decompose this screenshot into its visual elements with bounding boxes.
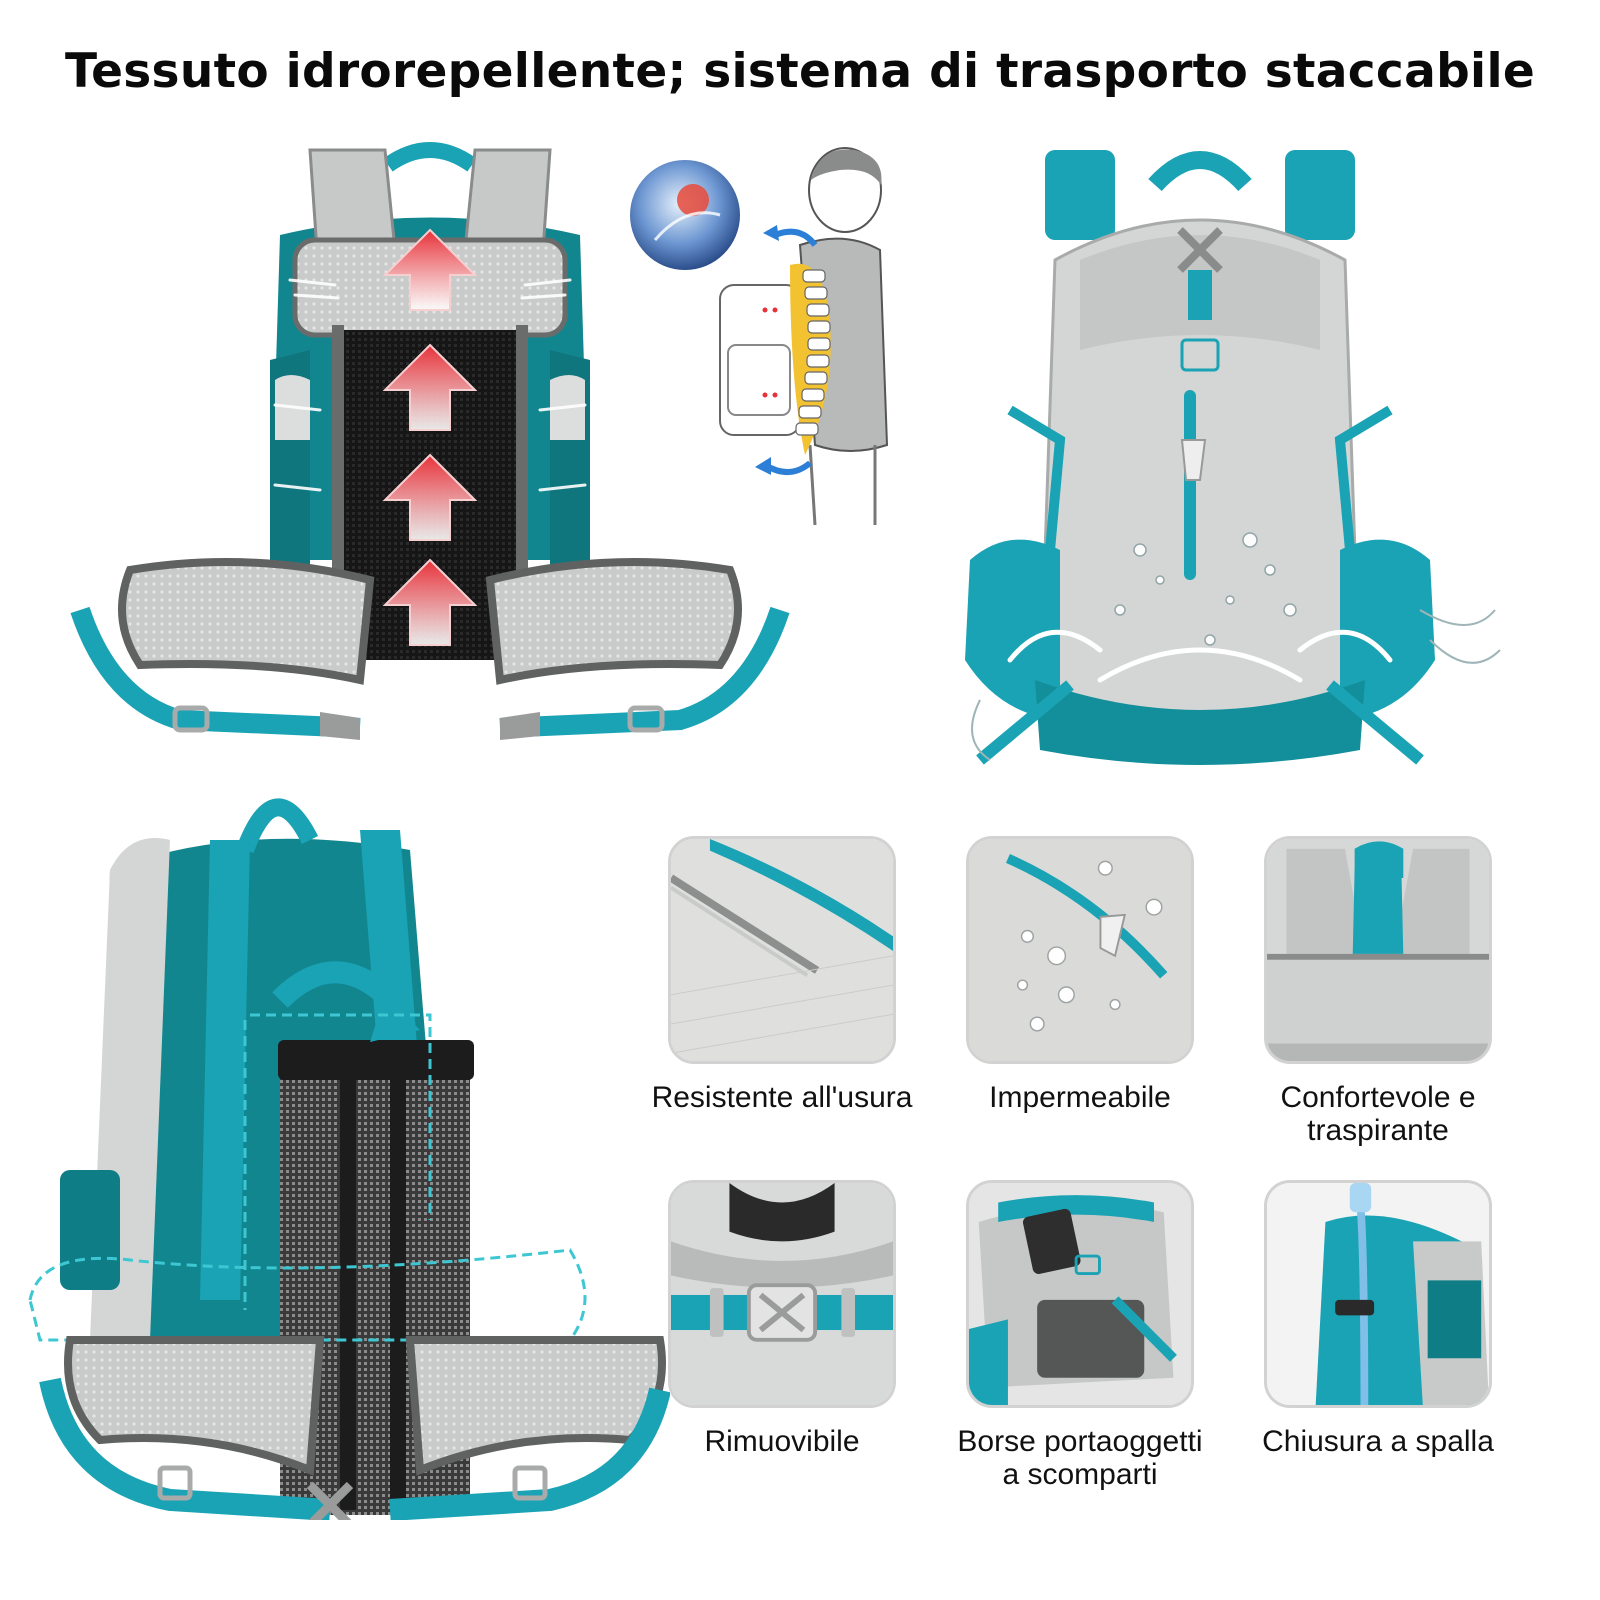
buckle-icon bbox=[671, 1183, 893, 1405]
tile-pockets bbox=[966, 1180, 1194, 1408]
scissors-on-fabric-icon bbox=[671, 839, 893, 1061]
caption-durable: Resistente all'usura bbox=[651, 1081, 913, 1114]
tile-waterproof bbox=[966, 836, 1194, 1064]
caption-waterproof: Impermeabile bbox=[989, 1081, 1171, 1114]
mesh-back-panel-icon bbox=[1267, 839, 1489, 1061]
page-headline: Tessuto idrorepellente; sistema di trasp… bbox=[64, 44, 1536, 99]
caption-shoulder: Chiusura a spalla bbox=[1262, 1425, 1494, 1458]
hydration-tube-icon bbox=[1267, 1183, 1489, 1405]
posture-spine-illustration bbox=[630, 147, 889, 526]
detachable-panel-illustration bbox=[28, 798, 670, 1520]
tile-breathable bbox=[1264, 836, 1492, 1064]
caption-removable: Rimuovibile bbox=[704, 1425, 860, 1458]
front-waterproof-illustration bbox=[965, 150, 1501, 765]
tile-durable bbox=[668, 836, 896, 1064]
front-pocket-icon bbox=[969, 1183, 1191, 1405]
caption-breathable: Confortevole e traspirante bbox=[1280, 1081, 1476, 1147]
tile-shoulder bbox=[1264, 1180, 1492, 1408]
back-panel-illustration bbox=[70, 142, 790, 740]
caption-pockets: Borse portaoggetti a scomparti bbox=[957, 1425, 1203, 1491]
water-drops-icon bbox=[969, 839, 1191, 1061]
tile-removable bbox=[668, 1180, 896, 1408]
